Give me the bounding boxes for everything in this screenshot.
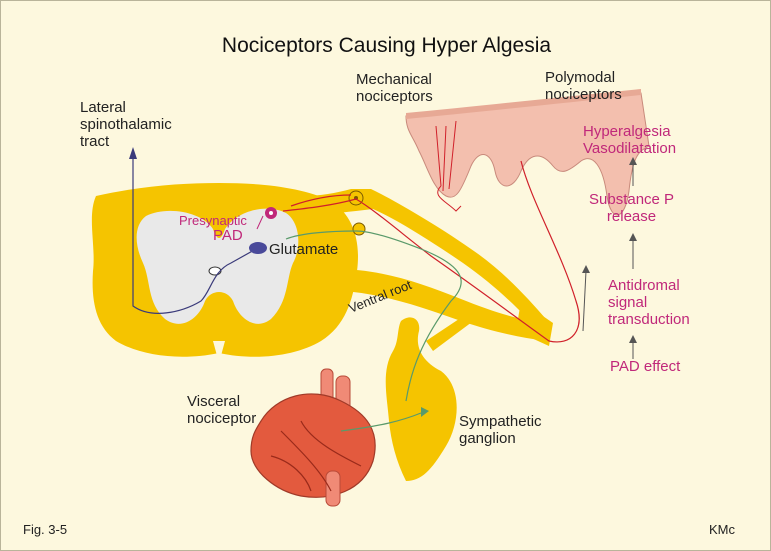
glutamate-receptor xyxy=(249,242,267,254)
page-title: Nociceptors Causing Hyper Algesia xyxy=(221,34,552,57)
dorsal-root xyxy=(301,189,546,333)
ventral-root xyxy=(336,269,546,341)
skin xyxy=(405,92,650,216)
visceral-label: Visceral nociceptor xyxy=(187,393,257,427)
lateral-tract-label: Lateral spinothalamic tract xyxy=(80,99,172,150)
figure-number: Fig. 3-5 xyxy=(23,522,68,537)
sympathetic-ganglion xyxy=(385,317,457,481)
visceral-fiber xyxy=(285,230,462,432)
pad-label: PAD xyxy=(213,227,243,244)
grey-matter xyxy=(136,208,299,324)
lateral-tract xyxy=(132,151,257,314)
glutamate-label: Glutamate xyxy=(269,241,339,258)
heart xyxy=(250,368,376,507)
polymodal-label: Polymodal nociceptors xyxy=(545,69,622,103)
hyperalgesia-label: Hyperalgesia Vasodilatation xyxy=(583,123,677,157)
afferent-fiber xyxy=(282,160,580,343)
substance-p-label: Substance P release xyxy=(589,191,675,225)
author-initials: KMc xyxy=(709,522,735,537)
pad-effect-label: PAD effect xyxy=(610,358,681,375)
sympathetic-label: Sympathetic ganglion xyxy=(459,413,542,447)
presynaptic-label: Presynaptic xyxy=(179,213,247,228)
antidromal-label: Antidromal signal transduction xyxy=(608,277,690,328)
mechanical-label: Mechanical nociceptors xyxy=(356,71,433,105)
